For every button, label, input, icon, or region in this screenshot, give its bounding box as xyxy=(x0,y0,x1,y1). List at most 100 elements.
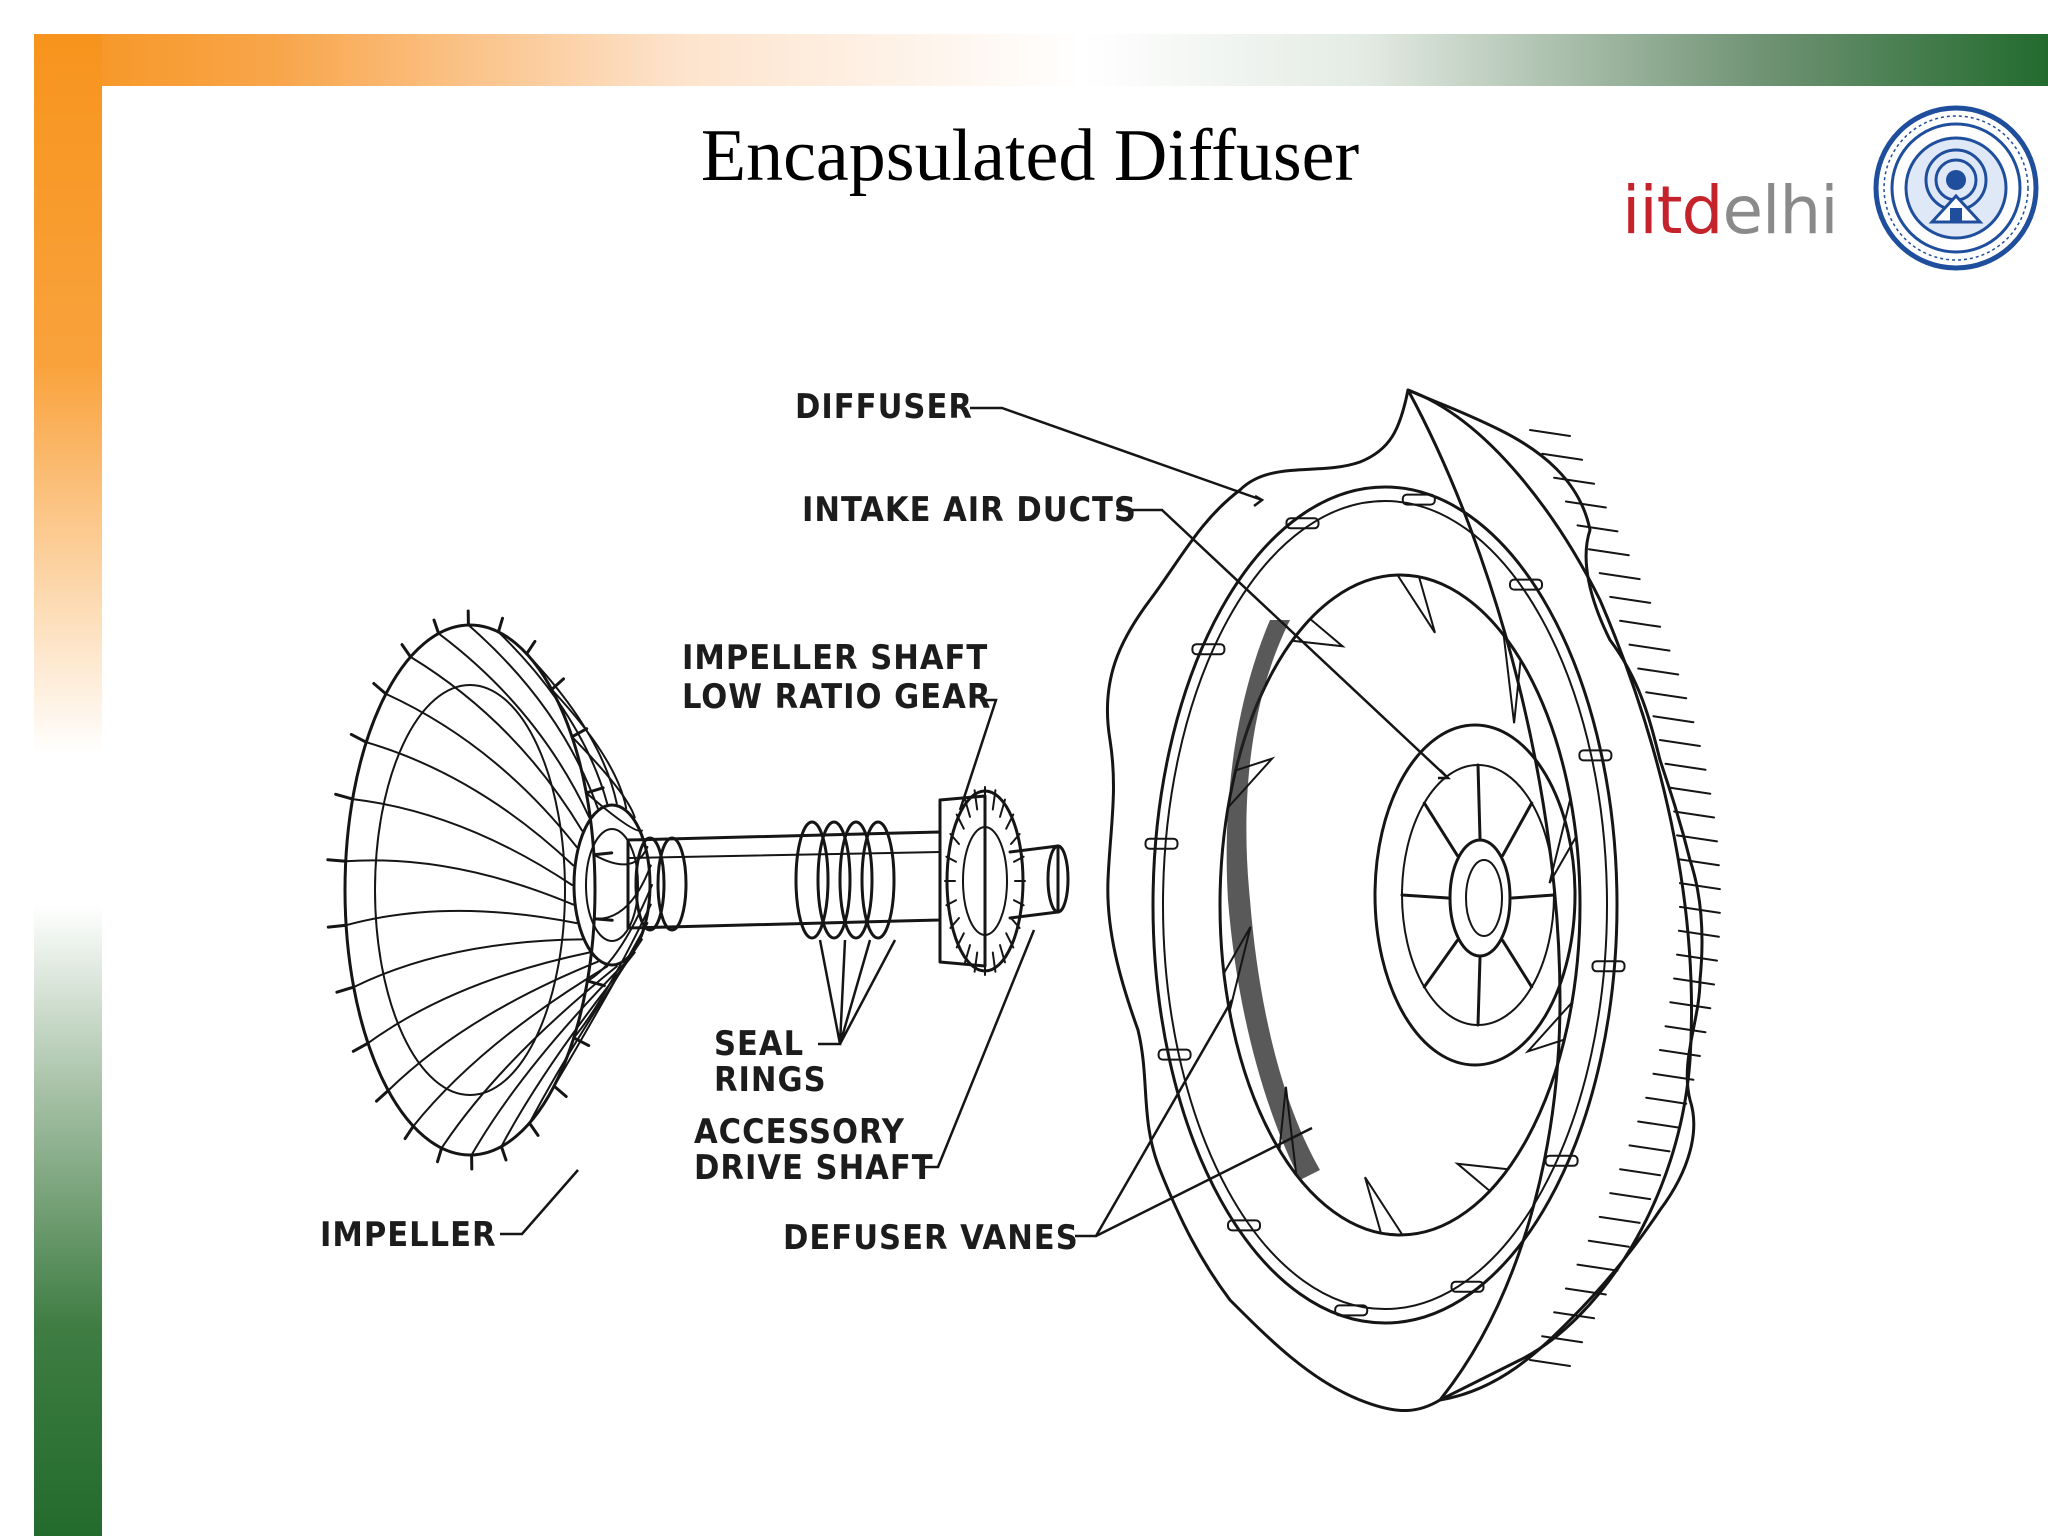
gear-tooth xyxy=(964,944,971,964)
label-impeller: IMPELLER xyxy=(320,1215,497,1255)
impeller-blade xyxy=(586,884,653,982)
label-seal: SEAL xyxy=(714,1024,804,1064)
impeller-blade-tip xyxy=(552,1084,568,1098)
diagram-labels: DIFFUSER INTAKE AIR DUCTS IMPELLER SHAFT… xyxy=(320,387,1137,1258)
impeller-blade-tip xyxy=(525,639,537,656)
impeller-blade-tip xyxy=(592,917,614,922)
diffuser-vane xyxy=(1226,756,1276,811)
rim-hatch-line xyxy=(1676,953,1718,962)
intake-duct xyxy=(1157,1048,1192,1061)
impeller-blade xyxy=(409,655,584,832)
intake-duct xyxy=(1509,578,1543,591)
wordmark-delhi: elhi xyxy=(1722,172,1838,249)
rim-hatch-line xyxy=(1645,1096,1688,1105)
impeller-blade-tip xyxy=(550,677,565,691)
rim-hatch-line xyxy=(1658,739,1701,747)
impeller-blade xyxy=(344,859,575,906)
impeller-blade-tip xyxy=(351,1041,370,1053)
rim-hatch-line xyxy=(1619,1168,1662,1177)
rim-hatch-line xyxy=(1658,1049,1701,1057)
diffuser-vane xyxy=(1364,1176,1405,1237)
impeller-blade-tip xyxy=(572,1036,591,1048)
impeller-blade-tip xyxy=(375,1089,390,1103)
rim-hatch-line xyxy=(1645,691,1688,700)
impeller-blade-tip xyxy=(499,1145,508,1162)
impeller-blade xyxy=(352,938,584,989)
rim-hatch-line xyxy=(1637,667,1680,676)
rim-hatch-line xyxy=(1587,1239,1630,1248)
diffuser-vane xyxy=(1548,798,1578,884)
rim-hatch-line xyxy=(1619,619,1662,628)
accessory-drive-shaft-drawing xyxy=(1008,844,1070,920)
rim-hatch-line xyxy=(1677,858,1720,867)
rim-hatch-line xyxy=(1673,977,1716,986)
rim-hatch-line xyxy=(1529,1359,1571,1367)
rim-hatch-line xyxy=(1564,1287,1607,1296)
rim-hatch-line xyxy=(1678,882,1721,891)
gear-tooth xyxy=(949,917,960,929)
label-accessory: ACCESSORY xyxy=(694,1112,905,1152)
diffuser-housing-drawing xyxy=(1105,388,1721,1412)
rim-hatch-line xyxy=(1541,1335,1584,1344)
intake-duct xyxy=(1578,749,1613,762)
gear-tooth xyxy=(973,789,979,811)
low-ratio-gear-drawing xyxy=(938,786,1026,976)
label-diffuser: DIFFUSER xyxy=(795,387,973,427)
diffuser-vane xyxy=(1222,926,1252,1012)
impeller-blade xyxy=(553,922,649,1088)
rim-hatch-line xyxy=(1576,1263,1619,1272)
rim-hatch-line xyxy=(1576,524,1619,533)
impeller-blade-tip xyxy=(334,792,355,801)
rim-hatch-line xyxy=(1541,452,1584,461)
hub-spoke xyxy=(1501,801,1534,858)
intake-duct xyxy=(1285,517,1320,530)
intake-duct xyxy=(1144,837,1179,850)
rim-hatch-line xyxy=(1664,1025,1707,1034)
slide-panel xyxy=(102,86,2048,1536)
impeller-blade xyxy=(384,692,578,848)
impeller-blade xyxy=(367,951,591,1045)
impeller-blade xyxy=(365,741,575,867)
gear-tooth xyxy=(999,944,1006,964)
impeller-blade-tip xyxy=(496,616,504,634)
rim-hatch-line xyxy=(1564,500,1607,509)
rim-hatch-line xyxy=(1529,429,1571,437)
institute-wordmark: iitdelhi xyxy=(1622,178,1839,244)
rim-hatch-line xyxy=(1598,572,1641,581)
hub-spoke xyxy=(1400,893,1450,900)
impeller-blade xyxy=(497,630,609,805)
impeller-blade-tip xyxy=(326,858,348,863)
diffuser-side-hatching xyxy=(1529,429,1721,1367)
rim-hatch-line xyxy=(1587,548,1630,557)
impeller-blade-tip xyxy=(335,985,356,994)
impeller-blade-tip xyxy=(349,732,368,744)
gear-tooth xyxy=(991,789,997,811)
impeller-drawing xyxy=(326,609,653,1171)
impeller-blade xyxy=(500,951,636,1148)
intake-duct xyxy=(1191,643,1226,656)
hub-spoke xyxy=(1422,938,1459,989)
label-intake-air-ducts: INTAKE AIR DUCTS xyxy=(802,490,1137,530)
intake-duct xyxy=(1591,960,1626,973)
label-low-ratio-gear: LOW RATIO GEAR xyxy=(682,677,991,717)
gear-tooth xyxy=(1013,899,1025,907)
rim-hatch-line xyxy=(1628,643,1671,652)
rim-hatch-line xyxy=(1553,476,1596,485)
intake-duct xyxy=(1450,1280,1485,1293)
gear-tooth xyxy=(955,813,965,830)
rim-hatch-line xyxy=(1677,929,1720,938)
intake-duct xyxy=(1227,1219,1261,1232)
leader-lines xyxy=(500,406,1452,1238)
impeller-blade-tip xyxy=(432,618,441,635)
rim-hatch-line xyxy=(1628,1144,1671,1153)
impeller-blade xyxy=(387,960,599,1092)
diffuser-vane xyxy=(1454,1162,1510,1193)
gear-tooth xyxy=(964,798,971,818)
impeller-blade xyxy=(437,632,591,819)
rim-hatch-line xyxy=(1609,595,1652,604)
institute-emblem-icon xyxy=(1873,105,2039,271)
impeller-blade-tip xyxy=(400,643,412,659)
rim-hatch-line xyxy=(1664,762,1707,771)
rim-hatch-line xyxy=(1609,1192,1652,1201)
impeller-blade-tip xyxy=(570,727,589,739)
